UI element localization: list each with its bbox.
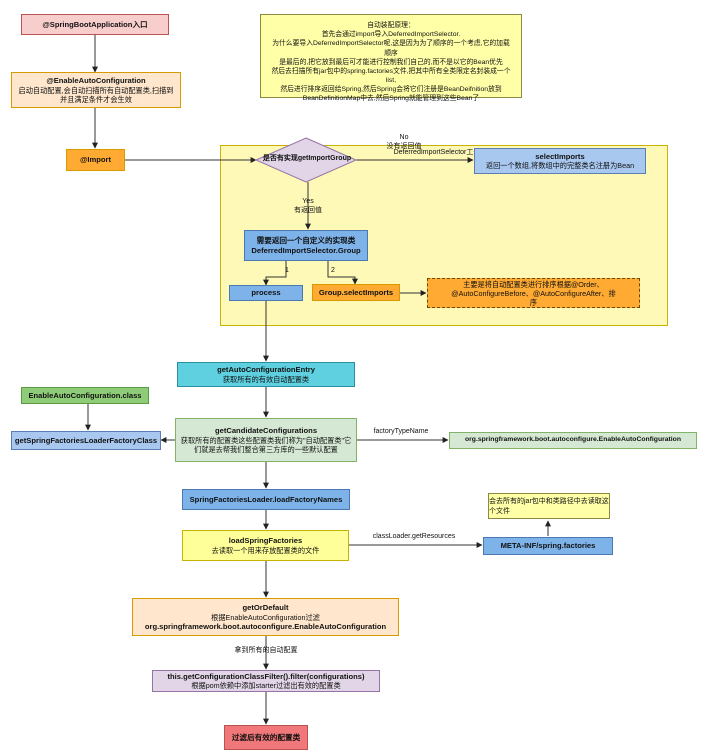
sort-note-node: 主要是将自动配置类进行排序根据@Order、@AutoConfigureBefo… <box>427 278 640 308</box>
edge-yes-label: Yes <box>302 198 314 205</box>
get-auto-config-entry-node: getAutoConfigurationEntry 获取所有的有效自动配置类 <box>177 362 355 387</box>
eac-class-label: EnableAutoConfiguration.class <box>28 390 142 400</box>
select-imports-node: selectImports 返回一个数组,将数组中的完整类名注册为Bean <box>474 148 646 174</box>
get-auto-config-entry-desc: 获取所有的有效自动配置类 <box>222 374 310 384</box>
note-line-5: 然后去扫描所有jar包中的spring.factories文件,把其中所有全类限… <box>271 67 511 85</box>
meta-inf-node: META-INF/spring.factories <box>483 537 613 555</box>
process-label: process <box>251 288 281 298</box>
note-line-7: BeanDefinitionMap中去,然后Spring就能管理到这些Bean了 <box>302 95 480 103</box>
get-or-default-desc1: 根据EnableAutoConfiguration过滤 <box>211 612 320 622</box>
container-title: DeferredImportSelector工作原理 <box>393 149 495 156</box>
eac-fqn-label: org.springframework.boot.autoconfigure.E… <box>465 436 681 444</box>
final-configs-label: 过滤后有效的配置类 <box>231 732 301 742</box>
filter-title: this.getConfigurationClassFilter().filte… <box>167 671 365 681</box>
read-file-note: 会去所有的jar包中和类路径中去读取这个文件 <box>488 493 610 519</box>
process-node: process <box>229 285 303 301</box>
final-configs-node: 过滤后有效的配置类 <box>224 725 308 750</box>
filter-node: this.getConfigurationClassFilter().filte… <box>152 670 380 692</box>
filter-desc: 根据pom依赖中添加starter过滤出有效的配置类 <box>191 681 341 691</box>
eac-class-node: EnableAutoConfiguration.class <box>21 387 149 404</box>
decision-label: 是否有实现getImportGroup <box>262 155 352 162</box>
edge-no-desc: 没有返回值 <box>386 143 422 150</box>
note-line-3: 为什么要导入DeferredImportSelector呢,这是因为为了顺序的一… <box>272 40 510 57</box>
principle-note: 自动装配原理： 首先会通过import导入DeferredImportSelec… <box>260 14 522 102</box>
edge-yes-desc: 有返回值 <box>294 207 322 214</box>
edge-no-label: No <box>399 134 409 141</box>
enable-auto-config-desc: 启动自动配置,会自动扫描所有自动配置类,扫描到并且满足条件才会生效 <box>18 85 174 104</box>
get-or-default-title: getOrDefault <box>242 603 289 613</box>
edge-one-label: 1 <box>285 267 289 274</box>
meta-inf-label: META-INF/spring.factories <box>500 541 596 551</box>
load-spring-factories-node: loadSpringFactories 去读取一个用来存放配置类的文件 <box>182 530 349 561</box>
group-impl-label: 需要返回一个自定义的实现类DeferredImportSelector.Grou… <box>251 236 361 255</box>
load-factory-names-node: SpringFactoriesLoader.loadFactoryNames <box>182 489 350 510</box>
get-or-default-node: getOrDefault 根据EnableAutoConfiguration过滤… <box>132 598 399 636</box>
get-auto-config-entry-title: getAutoConfigurationEntry <box>217 365 315 375</box>
get-sf-factory-class-label: getSpringFactoriesLoaderFactoryClass <box>14 435 158 445</box>
enable-auto-config-node: @EnableAutoConfiguration 启动自动配置,会自动扫描所有自… <box>11 72 181 108</box>
load-factory-names-label: SpringFactoriesLoader.loadFactoryNames <box>189 494 343 504</box>
class-loader-label: classLoader.getResources <box>372 533 456 540</box>
note-line-1: 自动装配原理： <box>367 22 415 29</box>
get-sf-factory-class-node: getSpringFactoriesLoaderFactoryClass <box>11 431 161 450</box>
edge-group-select-inner <box>327 261 358 285</box>
factory-type-name-label: factoryTypeName <box>373 428 429 435</box>
group-impl-node: 需要返回一个自定义的实现类DeferredImportSelector.Grou… <box>244 230 368 261</box>
import-label: @Import <box>79 155 112 165</box>
enable-auto-config-title: @EnableAutoConfiguration <box>46 76 146 86</box>
select-imports-title: selectImports <box>535 151 585 161</box>
select-imports-desc: 返回一个数组,将数组中的完整类名注册为Bean <box>485 161 635 171</box>
note-line-2: 首先会通过import导入DeferredImportSelector. <box>321 31 461 39</box>
read-file-note-label: 会去所有的jar包中和类路径中去读取这个文件 <box>489 498 609 515</box>
candidate-configs-title: getCandidateConfigurations <box>214 426 318 436</box>
edge-two-label: 2 <box>331 267 335 274</box>
group-select-imports-label: Group.selectImports <box>318 287 394 297</box>
get-all-label: 拿到所有的自动配置 <box>234 647 298 654</box>
note-line-4: 是最后的,把它放到最后可才能进行控制我们自己的,而不是以它的Bean优先 <box>279 58 503 66</box>
decision-diamond <box>254 137 358 183</box>
sort-note-label: 主要是将自动配置类进行排序根据@Order、@AutoConfigureBefo… <box>451 279 616 307</box>
note-line-6: 然后进行排序返回给Spring,然后Spring会将它们注册是BeanDeifn… <box>280 86 502 94</box>
springboot-app-label: @SpringBootApplication入口 <box>42 19 148 29</box>
candidate-configs-desc: 获取所有的配置类这些配置类我们称为"自动配置类"它们就是去帮我们整合第三方库的一… <box>180 435 352 454</box>
load-spring-factories-desc: 去读取一个用来存放配置类的文件 <box>211 545 320 555</box>
group-select-imports-node: Group.selectImports <box>312 284 400 301</box>
edge-group-process-inner <box>263 261 287 286</box>
get-or-default-desc2: org.springframework.boot.autoconfigure.E… <box>144 621 387 631</box>
springboot-app-node: @SpringBootApplication入口 <box>21 14 169 35</box>
candidate-configs-node: getCandidateConfigurations 获取所有的配置类这些配置类… <box>175 418 357 462</box>
eac-fqn-node: org.springframework.boot.autoconfigure.E… <box>449 432 697 449</box>
import-node: @Import <box>66 149 125 171</box>
load-spring-factories-title: loadSpringFactories <box>228 536 303 546</box>
